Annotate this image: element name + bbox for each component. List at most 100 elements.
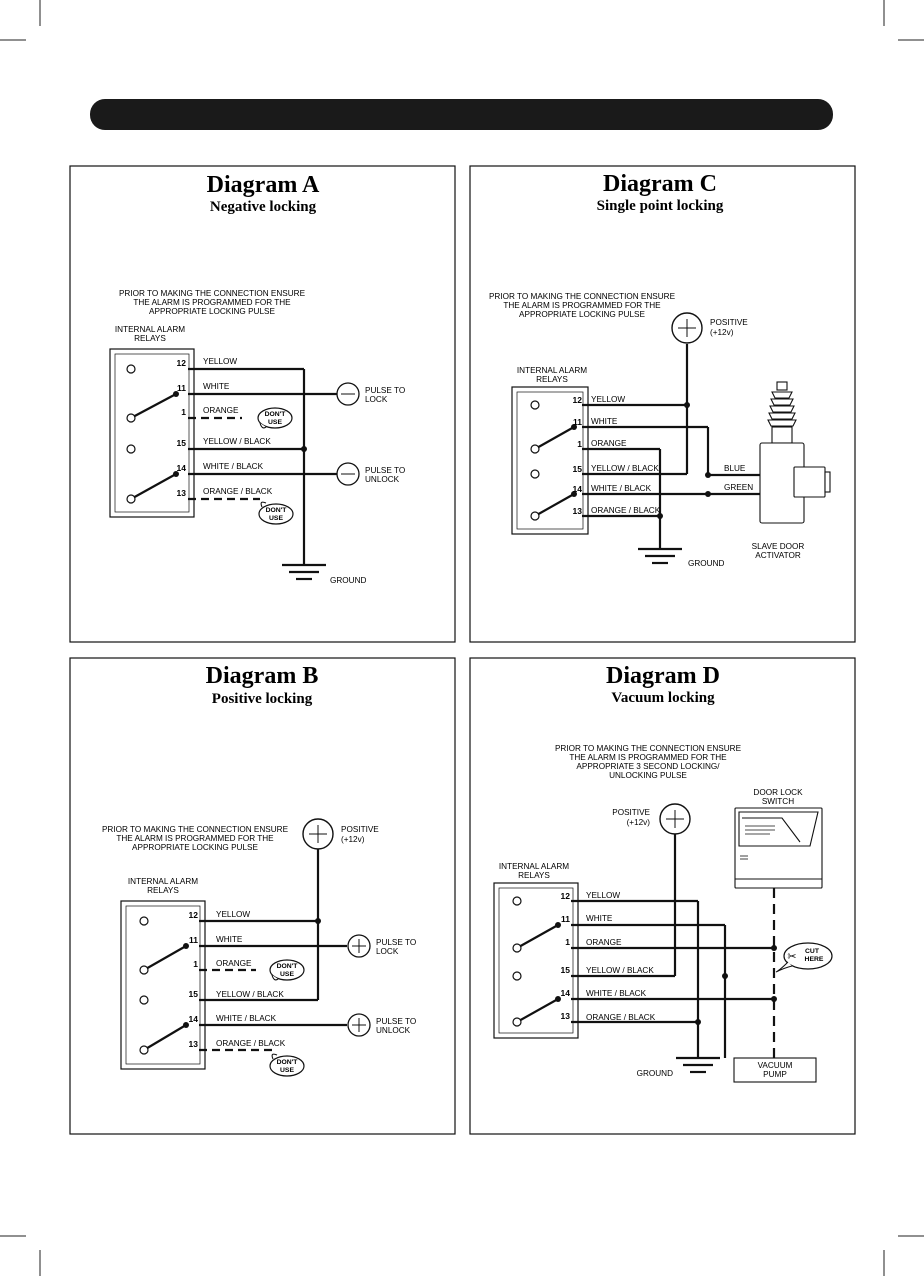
plus-icon [347, 1013, 371, 1037]
svg-text:PRIOR TO MAKING THE CONNECTION: PRIOR TO MAKING THE CONNECTION ENSURE [119, 289, 306, 298]
svg-text:14: 14 [177, 463, 187, 473]
diagram-a: Diagram A Negative locking PRIOR TO MAKI… [109, 172, 405, 585]
diagram-a-relay-box [109, 348, 195, 518]
scissors-icon: ✂ [787, 950, 796, 963]
diagram-b-pulse-unlock: PULSE TO [376, 1017, 416, 1026]
svg-text:15: 15 [561, 965, 571, 975]
diagram-a-ground-label: GROUND [330, 576, 366, 585]
diagram-c-activator-label-2: ACTIVATOR [755, 551, 801, 560]
svg-text:HERE: HERE [805, 956, 824, 963]
diagram-b: Diagram B Positive locking PRIOR TO MAKI… [102, 663, 416, 1077]
diagram-d-ground-label: GROUND [637, 1069, 673, 1078]
svg-text:ORANGE / BLACK: ORANGE / BLACK [591, 506, 661, 515]
svg-text:YELLOW: YELLOW [591, 395, 625, 404]
vacuum-pump-box [733, 1057, 817, 1083]
diagram-c: Diagram C Single point locking PRIOR TO … [489, 171, 831, 568]
ground-icon [638, 547, 682, 565]
diagram-d-relay-box [493, 882, 579, 1039]
diagram-b-pulse-unlock-2: UNLOCK [376, 1026, 411, 1035]
svg-text:13: 13 [177, 488, 187, 498]
ground-icon [282, 563, 326, 581]
svg-text:APPROPRIATE LOCKING PULSE: APPROPRIATE LOCKING PULSE [519, 310, 645, 319]
diagram-a-pulse-lock-2: LOCK [365, 395, 388, 404]
svg-text:PRIOR TO MAKING THE CONNECTION: PRIOR TO MAKING THE CONNECTION ENSURE [489, 292, 676, 301]
svg-text:WHITE: WHITE [203, 382, 230, 391]
ground-icon [676, 1056, 720, 1074]
svg-text:1: 1 [577, 439, 582, 449]
svg-text:11: 11 [561, 914, 570, 924]
svg-text:DON'T: DON'T [277, 1059, 299, 1066]
diagram-d-pump-label: VACUUM [758, 1061, 793, 1070]
svg-text:DON'T: DON'T [265, 411, 287, 418]
svg-text:12: 12 [177, 358, 187, 368]
minus-icon [336, 462, 360, 486]
diagram-d-note: PRIOR TO MAKING THE CONNECTION ENSURE TH… [555, 744, 742, 780]
diagram-d-subtitle: Vacuum locking [611, 690, 715, 706]
svg-text:WHITE: WHITE [216, 935, 243, 944]
diagram-b-relays-label: INTERNAL ALARM [128, 877, 198, 886]
plus-icon [659, 803, 691, 835]
svg-text:ORANGE: ORANGE [203, 406, 239, 415]
diagram-b-relays-label-2: RELAYS [147, 886, 179, 895]
svg-text:ORANGE: ORANGE [591, 439, 627, 448]
svg-text:13: 13 [573, 506, 583, 516]
diagram-b-title: Diagram B [206, 663, 319, 689]
diagram-c-activator-label: SLAVE DOOR [752, 542, 805, 551]
diagram-a-subtitle: Negative locking [210, 199, 317, 215]
diagram-b-dont-use-badge: DON'T USE [269, 959, 305, 981]
svg-text:YELLOW / BLACK: YELLOW / BLACK [591, 464, 659, 473]
svg-text:1: 1 [565, 937, 570, 947]
svg-text:YELLOW: YELLOW [203, 357, 237, 366]
svg-text:DON'T: DON'T [277, 963, 299, 970]
diagram-c-relays-label: INTERNAL ALARM [517, 366, 587, 375]
diagram-a-note: PRIOR TO MAKING THE CONNECTION ENSURE TH… [119, 289, 306, 316]
svg-text:13: 13 [561, 1011, 571, 1021]
diagram-a-relays-label-2: RELAYS [134, 334, 166, 343]
panel-d-frame [469, 657, 856, 1135]
diagram-d-positive: POSITIVE [612, 808, 650, 817]
diagram-c-contacts [530, 400, 577, 521]
svg-text:CUT: CUT [805, 948, 820, 955]
diagram-a-relays-label: INTERNAL ALARM [115, 325, 185, 334]
svg-text:ORANGE / BLACK: ORANGE / BLACK [216, 1039, 286, 1048]
svg-text:1: 1 [193, 959, 198, 969]
door-lock-switch-icon [734, 807, 823, 889]
svg-text:APPROPRIATE LOCKING PULSE: APPROPRIATE LOCKING PULSE [132, 843, 258, 852]
svg-text:THE ALARM IS PROGRAMMED FOR TH: THE ALARM IS PROGRAMMED FOR THE [569, 753, 727, 762]
svg-text:11: 11 [189, 935, 198, 945]
diagram-d-switch-label: DOOR LOCK [753, 788, 803, 797]
diagram-a-pulse-lock: PULSE TO [365, 386, 405, 395]
svg-text:WHITE / BLACK: WHITE / BLACK [591, 484, 652, 493]
diagram-a-wire-colors: YELLOW WHITE ORANGE YELLOW / BLACK WHITE… [203, 357, 273, 496]
diagram-d-wire-colors: YELLOW WHITE ORANGE YELLOW / BLACK WHITE… [586, 891, 656, 1022]
diagram-b-dont-use-badge-2: DON'T USE [269, 1053, 305, 1077]
svg-text:ORANGE: ORANGE [216, 959, 252, 968]
diagram-d-cut-here-badge: ✂ CUT HERE [775, 942, 833, 973]
svg-text:USE: USE [280, 971, 294, 978]
svg-text:11: 11 [177, 383, 186, 393]
diagram-a-contacts [126, 364, 179, 504]
diagram-c-subtitle: Single point locking [597, 198, 724, 214]
diagram-b-note: PRIOR TO MAKING THE CONNECTION ENSURE TH… [102, 825, 289, 852]
diagram-b-subtitle: Positive locking [212, 691, 313, 707]
diagram-d-wiring [571, 834, 777, 1058]
diagram-c-ground-label: GROUND [688, 559, 724, 568]
diagram-b-positive: POSITIVE [341, 825, 379, 834]
svg-text:14: 14 [561, 988, 571, 998]
svg-text:THE ALARM IS PROGRAMMED FOR TH: THE ALARM IS PROGRAMMED FOR THE [503, 301, 661, 310]
svg-text:WHITE: WHITE [591, 417, 618, 426]
diagram-a-title: Diagram A [207, 172, 320, 198]
svg-text:WHITE / BLACK: WHITE / BLACK [203, 462, 264, 471]
svg-text:PRIOR TO MAKING THE CONNECTION: PRIOR TO MAKING THE CONNECTION ENSURE [555, 744, 742, 753]
diagram-d-switch-label-2: SWITCH [762, 797, 794, 806]
svg-text:THE ALARM IS PROGRAMMED FOR TH: THE ALARM IS PROGRAMMED FOR THE [116, 834, 274, 843]
diagram-d-relays-label-2: RELAYS [518, 871, 550, 880]
svg-text:YELLOW: YELLOW [216, 910, 250, 919]
diagram-c-note: PRIOR TO MAKING THE CONNECTION ENSURE TH… [489, 292, 676, 319]
svg-text:APPROPRIATE 3 SECOND LOCKING/: APPROPRIATE 3 SECOND LOCKING/ [576, 762, 720, 771]
diagram-a-wiring [188, 367, 337, 565]
diagram-d-relays-label: INTERNAL ALARM [499, 862, 569, 871]
svg-text:15: 15 [189, 989, 199, 999]
diagram-d: Diagram D Vacuum locking PRIOR TO MAKING… [493, 663, 833, 1083]
